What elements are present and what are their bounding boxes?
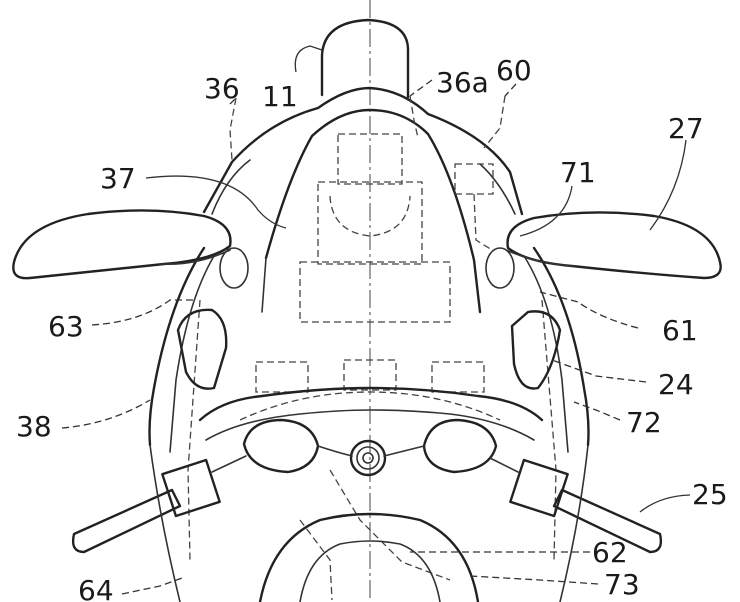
leader-24 (551, 359, 647, 383)
left-mirror (12, 209, 232, 280)
right-fork-cap (422, 418, 498, 474)
dashed-lower-curve (239, 391, 501, 421)
dashed-line-right (473, 193, 493, 251)
dashed-block-lower (299, 261, 451, 323)
right-indicator-lens (485, 247, 515, 289)
dashed-block-mid (317, 181, 423, 265)
windscreen-lower-left (261, 257, 267, 313)
left-bar-clamp (161, 458, 221, 518)
ref-62: 62 (592, 536, 628, 569)
stem-bridge-right (383, 445, 425, 457)
right-bar-link (489, 457, 519, 473)
leader-36 (229, 97, 237, 105)
left-turn-signal (176, 308, 228, 390)
dashed-box-left-lower (255, 361, 309, 393)
dashed-fork-left (187, 299, 201, 561)
dashed-box-center-lower (343, 359, 397, 391)
leader-38 (61, 399, 151, 429)
windscreen (264, 108, 482, 314)
leader-36a (409, 79, 433, 97)
leader-71 (519, 185, 573, 237)
ref-38: 38 (16, 410, 52, 443)
dashed-line-60 (483, 95, 506, 149)
stem-nut-outer (349, 439, 387, 477)
top-bridge-lower (205, 409, 535, 441)
ref-11: 11 (262, 80, 298, 113)
left-handlebar (71, 488, 182, 554)
left-bar-link (211, 455, 247, 473)
right-turn-signal (510, 310, 562, 390)
leader-37 (145, 175, 287, 229)
dashed-box-right-lower (431, 361, 485, 393)
dashed-fork-right (541, 299, 557, 561)
ref-25: 25 (692, 478, 728, 511)
lower-frame-left (149, 444, 181, 602)
right-mirror (506, 211, 722, 280)
dashed-line-36a (409, 95, 419, 139)
ref-64: 64 (78, 574, 114, 602)
fuel-tank-outer (258, 512, 480, 602)
leader-60 (504, 83, 517, 97)
cowl-inner-left (211, 159, 251, 215)
fuel-tank-inner (299, 540, 441, 602)
ref-36a: 36a (436, 66, 489, 99)
dashed-lower-left (299, 519, 333, 601)
right-mirror-stem (505, 249, 575, 267)
ref-37: 37 (100, 162, 136, 195)
leader-64 (121, 577, 183, 595)
left-mirror-stem (159, 249, 231, 266)
right-fork-inner (523, 255, 569, 453)
right-fork-outer (532, 246, 590, 447)
ref-72: 72 (626, 406, 662, 439)
dashed-block-upper (337, 133, 403, 185)
ref-60: 60 (496, 54, 532, 87)
ref-61: 61 (662, 314, 698, 347)
ref-63: 63 (48, 310, 84, 343)
dashed-line-36 (229, 97, 237, 161)
headlight (320, 18, 410, 99)
ref-36: 36 (204, 72, 240, 105)
left-indicator-lens (219, 247, 249, 289)
stem-nut-inner (362, 452, 374, 464)
front-cowl (202, 86, 524, 216)
left-fork-cap (242, 418, 320, 474)
stem-nut-mid (356, 446, 380, 470)
leader-11 (294, 45, 323, 73)
leader-25 (639, 494, 691, 513)
leader-73 (469, 575, 599, 585)
ref-71: 71 (560, 156, 596, 189)
ref-24: 24 (658, 368, 694, 401)
right-handlebar (552, 488, 663, 554)
leader-63 (91, 299, 196, 326)
stem-bridge-left (317, 445, 353, 457)
leader-27 (649, 139, 687, 231)
lower-frame-right (559, 444, 589, 602)
leader-72 (573, 401, 621, 421)
dashed-box-right (454, 163, 494, 195)
left-fork-outer (148, 246, 206, 447)
right-bar-clamp (509, 458, 569, 518)
cowl-inner-right (479, 163, 516, 215)
top-bridge (198, 386, 544, 422)
ref-27: 27 (668, 112, 704, 145)
leader-61 (539, 291, 639, 329)
ref-73: 73 (604, 568, 640, 601)
left-fork-inner (169, 255, 215, 453)
